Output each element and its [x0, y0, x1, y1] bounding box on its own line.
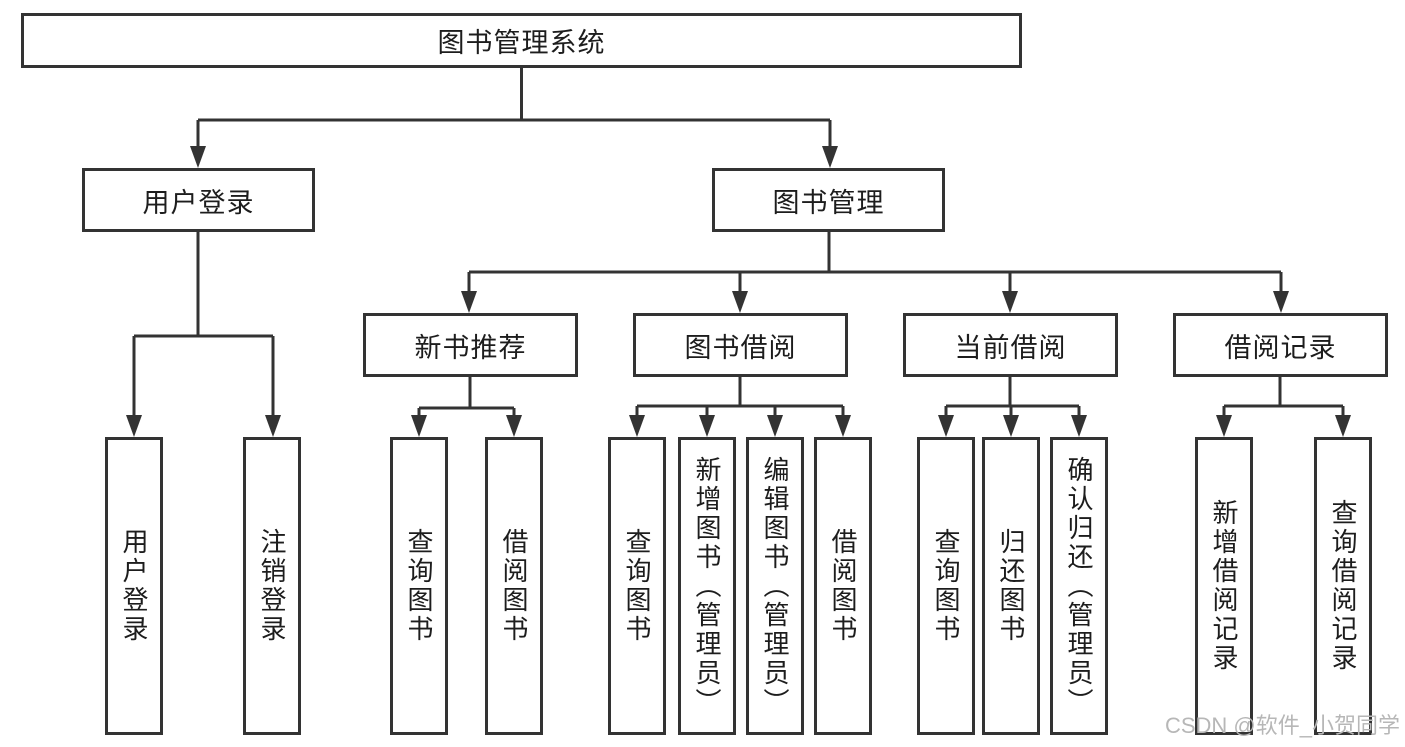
node-root: 图书管理系统	[21, 13, 1022, 68]
csdn-watermark: CSDN @软件_小贺同学	[1164, 713, 1400, 738]
leaf-logout: 注销登录	[243, 437, 301, 735]
leaf-borrow-books-1-label: 借阅图书	[499, 528, 529, 644]
node-borrowing-records-label: 借阅记录	[1224, 332, 1337, 363]
node-book-borrowing-label: 图书借阅	[684, 332, 797, 363]
leaf-confirm-return-admin-label: 确认归还（管理员）	[1064, 455, 1094, 717]
arrowheads-level2	[190, 146, 838, 168]
leaf-user-login: 用户登录	[105, 437, 163, 735]
leaf-query-books-2: 查询图书	[608, 437, 666, 735]
node-borrowing-records: 借阅记录	[1173, 313, 1388, 377]
leaf-return-books-label: 归还图书	[996, 528, 1026, 644]
leaf-borrow-books-2-label: 借阅图书	[828, 528, 858, 644]
leaf-add-borrow-record: 新增借阅记录	[1195, 437, 1253, 735]
leaf-logout-label: 注销登录	[257, 528, 287, 644]
leaf-add-books-admin-label: 新增图书（管理员）	[692, 455, 722, 717]
arrowheads-level3	[461, 291, 1289, 313]
connector-login-to-leaves	[132, 232, 275, 419]
leaf-query-books-2-label: 查询图书	[622, 528, 652, 644]
leaf-query-books-3-label: 查询图书	[931, 528, 961, 644]
leaf-return-books: 归还图书	[982, 437, 1040, 735]
leaf-query-borrow-record: 查询借阅记录	[1314, 437, 1372, 735]
connector-current-to-leaves	[944, 377, 1081, 419]
leaf-confirm-return-admin: 确认归还（管理员）	[1050, 437, 1108, 735]
node-book-borrowing: 图书借阅	[633, 313, 848, 377]
leaf-borrow-books-2: 借阅图书	[814, 437, 872, 735]
node-user-login-label: 用户登录	[142, 187, 255, 218]
leaf-edit-books-admin: 编辑图书（管理员）	[746, 437, 804, 735]
node-book-management-label: 图书管理	[772, 187, 885, 218]
leaf-add-borrow-record-label: 新增借阅记录	[1209, 499, 1239, 673]
connector-mgmt-to-level3	[467, 232, 1283, 295]
node-root-label: 图书管理系统	[437, 28, 606, 58]
leaf-query-books-1-label: 查询图书	[404, 528, 434, 644]
leaf-query-books-1: 查询图书	[390, 437, 448, 735]
node-new-book-recommend: 新书推荐	[363, 313, 578, 377]
leaf-add-books-admin: 新增图书（管理员）	[678, 437, 736, 735]
arrowheads-leaves	[126, 415, 1351, 437]
node-user-login: 用户登录	[82, 168, 315, 232]
connector-root-to-level2	[196, 68, 832, 150]
connector-newbook-to-leaves	[417, 377, 516, 419]
leaf-edit-books-admin-label: 编辑图书（管理员）	[760, 455, 790, 717]
leaf-query-borrow-record-label: 查询借阅记录	[1328, 499, 1358, 673]
node-current-borrowing: 当前借阅	[903, 313, 1118, 377]
node-new-book-recommend-label: 新书推荐	[414, 332, 527, 363]
connector-record-to-leaves	[1222, 377, 1345, 419]
connector-borrow-to-leaves	[635, 377, 845, 419]
leaf-user-login-label: 用户登录	[119, 528, 149, 644]
node-current-borrowing-label: 当前借阅	[954, 332, 1067, 363]
leaf-query-books-3: 查询图书	[917, 437, 975, 735]
node-book-management: 图书管理	[712, 168, 945, 232]
leaf-borrow-books-1: 借阅图书	[485, 437, 543, 735]
